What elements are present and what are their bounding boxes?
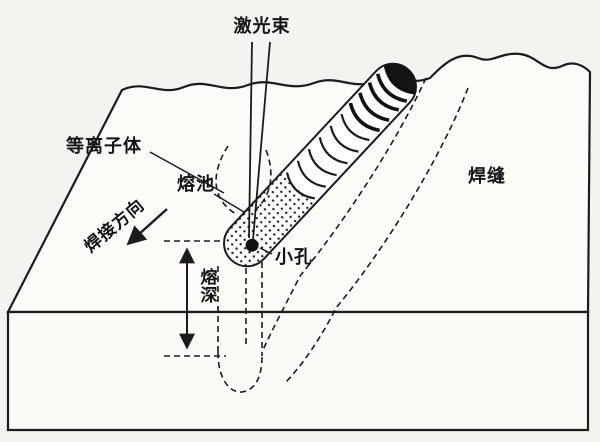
keyhole-leader	[259, 247, 273, 255]
label-weld-seam: 焊缝	[468, 165, 506, 186]
weld-bead-boundary-outer	[283, 87, 469, 385]
solidification-ripples-bold	[348, 64, 416, 133]
weld-bead-boundary-inner	[261, 77, 427, 353]
solidification-ripples	[285, 113, 370, 200]
label-plasma: 等离子体	[66, 135, 142, 156]
keyhole-spot	[245, 238, 259, 252]
plasma-leader	[149, 151, 225, 194]
label-laser-beam: 激光束	[234, 15, 291, 36]
plasma-outline-left	[215, 145, 237, 215]
molten-pool-stipple	[214, 171, 317, 276]
penetration-root-profile	[217, 351, 263, 393]
workpiece-front-face	[6, 310, 590, 432]
welding-direction-arrow	[126, 208, 168, 246]
label-penetration-depth: 熔深	[198, 267, 218, 304]
molten-pool-leader	[213, 193, 245, 213]
weld-seam-band	[214, 59, 421, 276]
label-molten-pool: 熔池	[177, 173, 215, 194]
plasma-outline-right	[253, 149, 272, 212]
label-keyhole: 小孔	[275, 247, 313, 267]
laser-beam-lines	[248, 41, 271, 241]
